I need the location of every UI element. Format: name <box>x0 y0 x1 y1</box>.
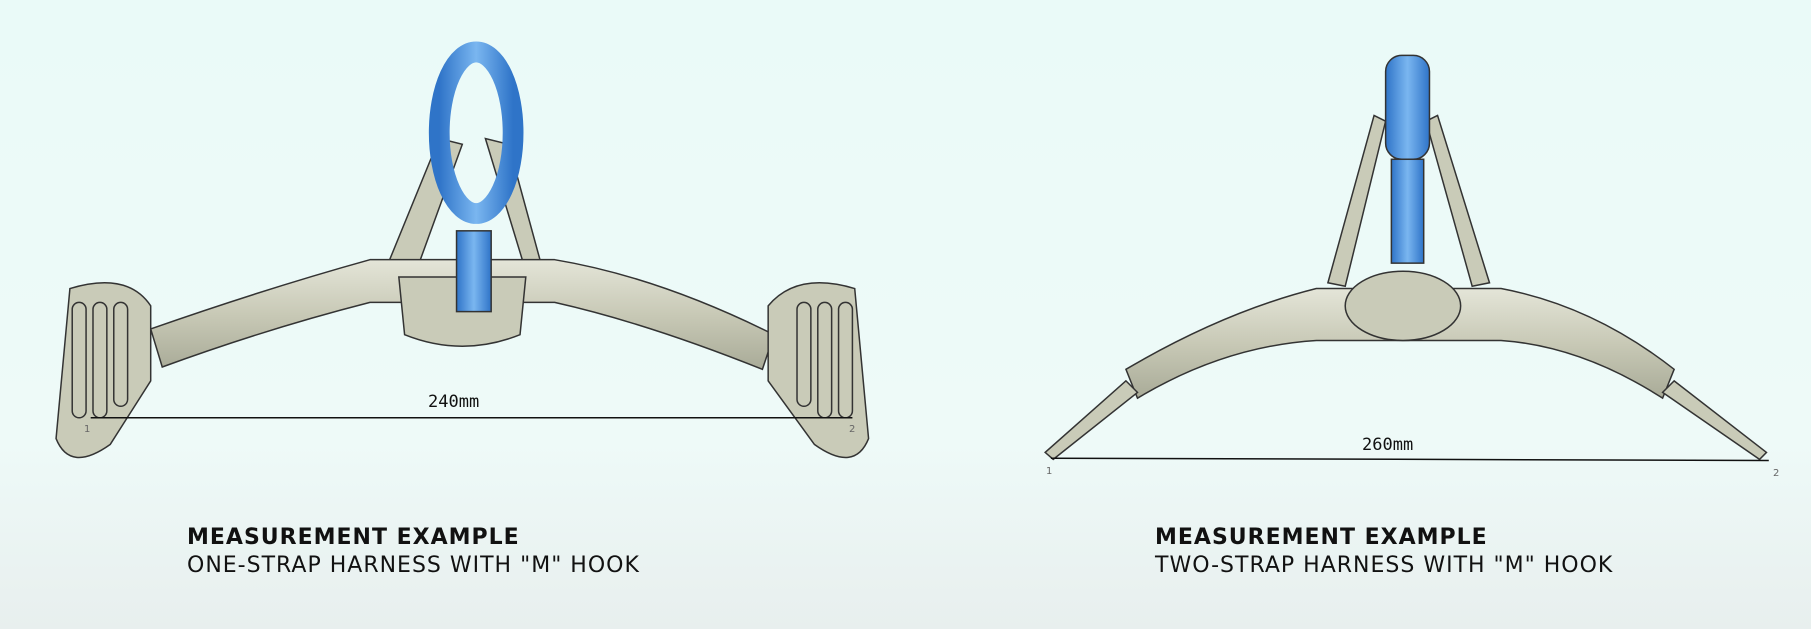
caption-title: MEASUREMENT EXAMPLE <box>187 525 520 550</box>
caption-title: MEASUREMENT EXAMPLE <box>1155 525 1488 550</box>
point-2-marker: 2 <box>1773 468 1780 479</box>
point-2-marker: 2 <box>849 424 856 435</box>
measurement-label: 260mm <box>1362 435 1414 455</box>
caption-one-strap: MEASUREMENT EXAMPLE ONE-STRAP HARNESS WI… <box>187 524 640 580</box>
caption-subtitle: ONE-STRAP HARNESS WITH "M" HOOK <box>187 553 640 578</box>
two-strap-harness <box>1044 54 1769 462</box>
measurement-label: 240mm <box>428 392 480 412</box>
one-strap-harness <box>55 41 870 459</box>
point-1-marker: 1 <box>1046 466 1053 477</box>
caption-subtitle: TWO-STRAP HARNESS WITH "M" HOOK <box>1155 553 1614 578</box>
caption-two-strap: MEASUREMENT EXAMPLE TWO-STRAP HARNESS WI… <box>1155 524 1613 580</box>
point-1-marker: 1 <box>84 424 91 435</box>
